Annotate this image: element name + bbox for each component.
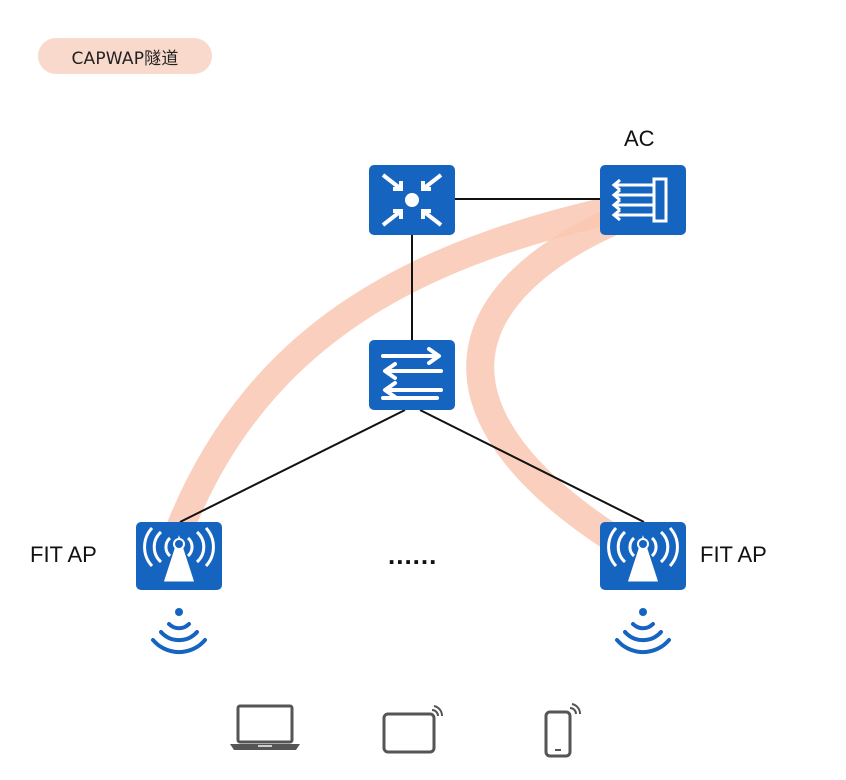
switch-icon[interactable] bbox=[369, 340, 455, 410]
link-switch-right-ap bbox=[419, 409, 645, 523]
more-aps-ellipsis: ...... bbox=[388, 540, 438, 570]
capwap-tunnel-legend: CAPWAP隧道 bbox=[38, 38, 212, 74]
capwap-tunnels bbox=[166, 191, 649, 562]
capwap-tunnel-right bbox=[466, 198, 649, 562]
ac-label: AC bbox=[624, 126, 655, 151]
wifi-signal-icon-left bbox=[151, 608, 207, 655]
laptop-icon bbox=[230, 704, 300, 750]
wifi-signal-icon-right bbox=[615, 608, 671, 655]
fit-ap-left-label: FIT AP bbox=[30, 542, 97, 567]
capwap-tunnel-legend-label: CAPWAP隧道 bbox=[71, 48, 179, 69]
fit-ap-right-label: FIT AP bbox=[700, 542, 767, 567]
ap-icon-left[interactable] bbox=[136, 522, 222, 590]
links bbox=[179, 198, 645, 523]
capwap-tunnel-left bbox=[166, 191, 649, 542]
tablet-icon bbox=[382, 705, 444, 754]
ap-icon-right[interactable] bbox=[600, 522, 686, 590]
router-icon[interactable] bbox=[369, 165, 455, 235]
phone-icon bbox=[544, 703, 582, 758]
link-switch-left-ap bbox=[179, 409, 406, 523]
ac-icon[interactable] bbox=[600, 165, 686, 235]
